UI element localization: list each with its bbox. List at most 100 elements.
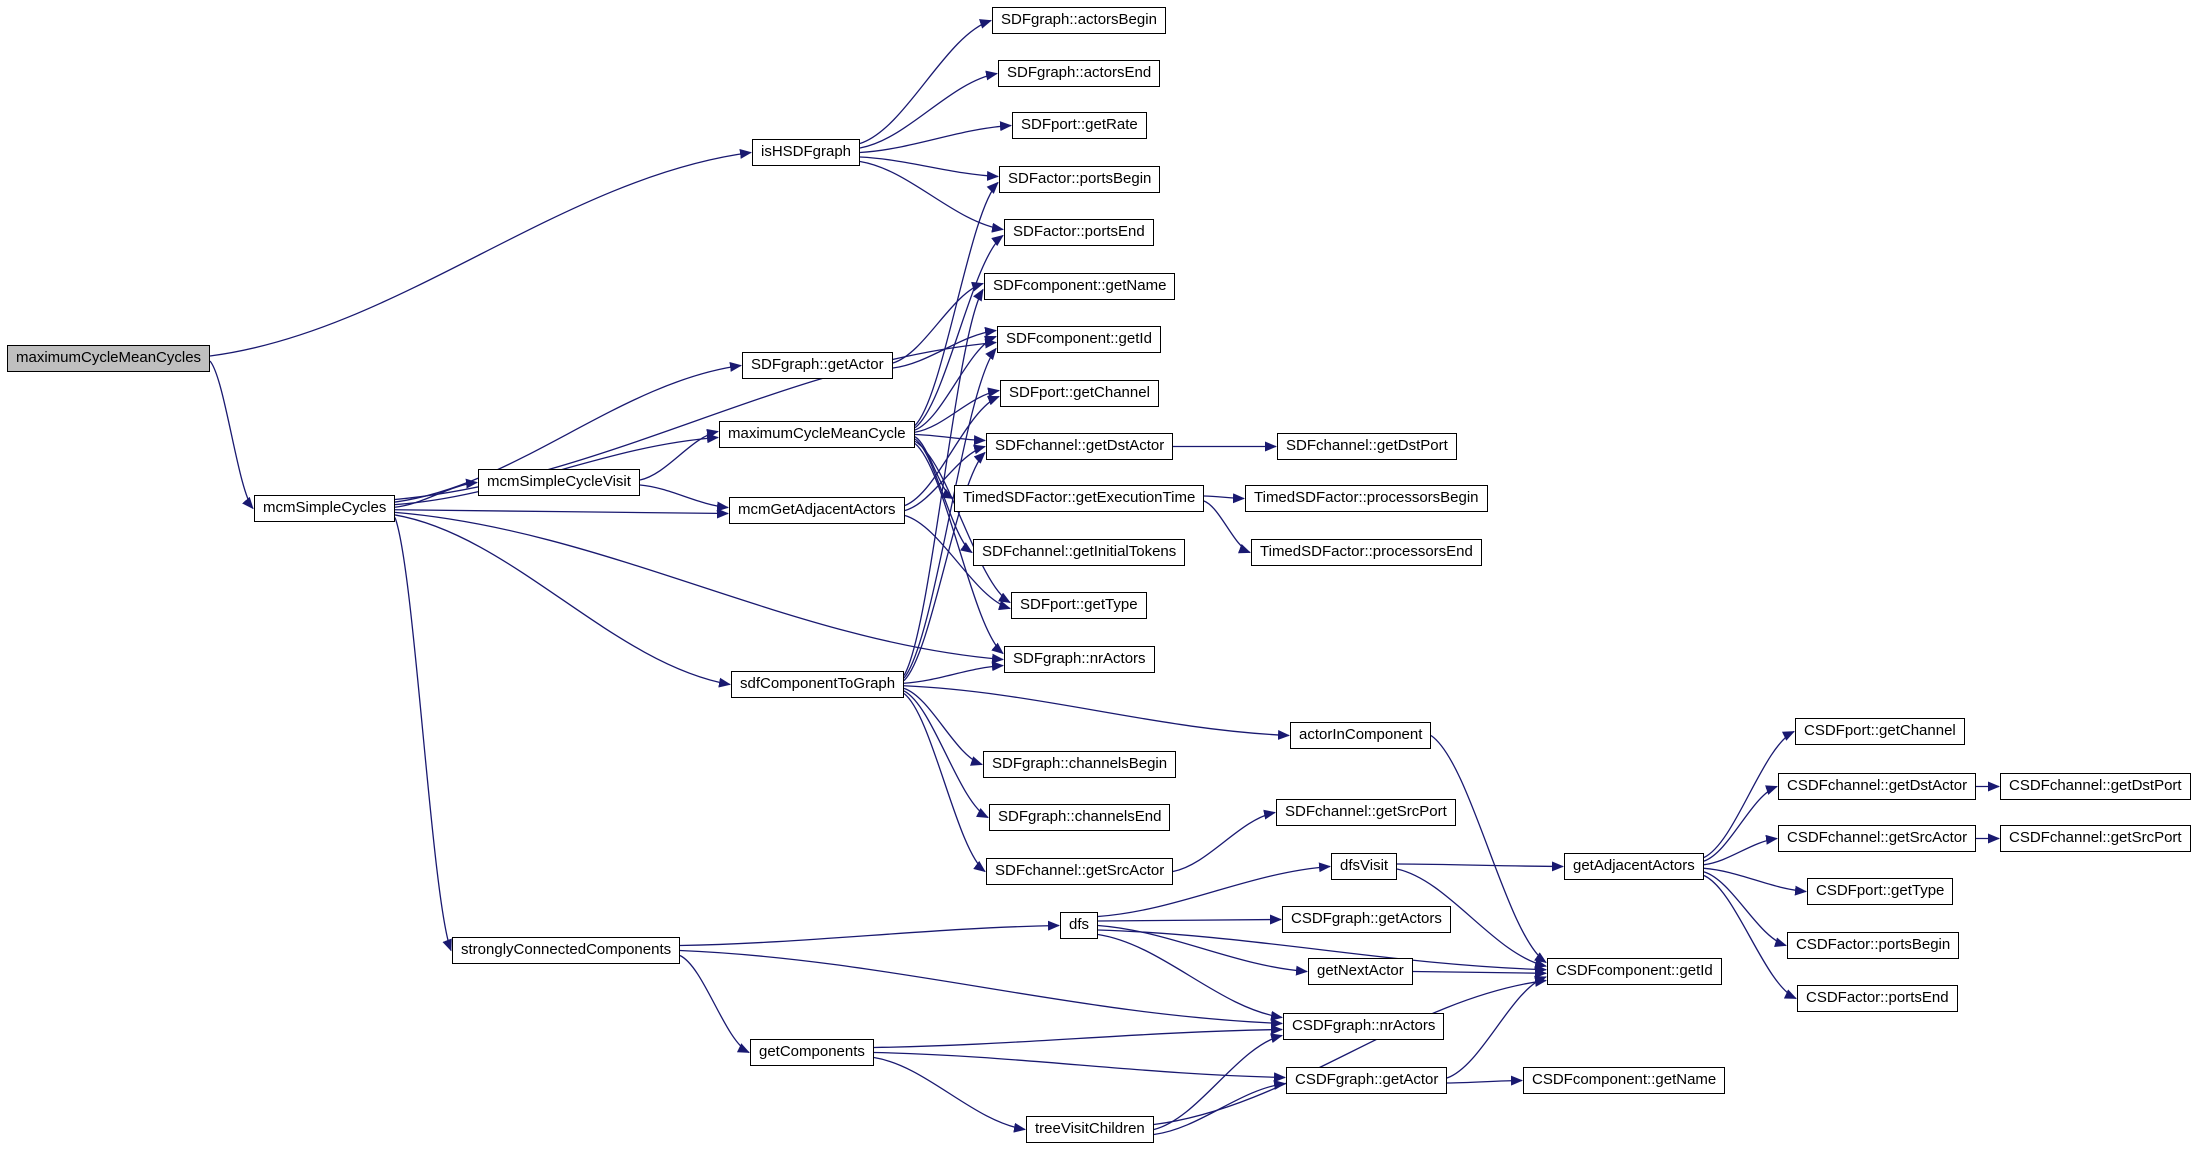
edge-TimedSDFactor-getExecutionTime--TimedSDFactor-processorsEnd	[1203, 500, 1251, 554]
node-SDFport-getType[interactable]: SDFport::getType	[1011, 592, 1147, 619]
node-sdfComponentToGraph[interactable]: sdfComponentToGraph	[731, 671, 905, 698]
edge-getAdjacentActors--CSDFchannel-getDstActor	[1703, 785, 1778, 862]
edge-maximumCycleMeanCycle--TimedSDFactor-getExecutionTime	[914, 436, 954, 500]
edge-sdfComponentToGraph--SDFchannel-getDstActor	[903, 451, 986, 682]
edge-CSDFgraph-getActor--CSDFcomponent-getName	[1446, 1075, 1523, 1086]
node-CSDFgraph-getActor[interactable]: CSDFgraph::getActor	[1286, 1067, 1448, 1094]
node-SDFgraph-actorsBegin[interactable]: SDFgraph::actorsBegin	[992, 7, 1166, 34]
node-CSDFgraph-getActors[interactable]: CSDFgraph::getActors	[1282, 906, 1451, 933]
edge-maximumCycleMeanCycle--SDFport-getType	[914, 440, 1011, 604]
edge-dfs--dfsVisit	[1097, 862, 1331, 918]
edge-maximumCycleMeanCycle--SDFgraph-nrActors	[914, 442, 1004, 655]
edge-mcmSimpleCycles--mcmGetAdjacentActors	[394, 508, 729, 519]
edge-TimedSDFactor-getExecutionTime--TimedSDFactor-processorsBegin	[1203, 493, 1245, 504]
edge-mcmGetAdjacentActors--SDFport-getChannel	[904, 395, 1000, 507]
node-maximumCycleMeanCycle[interactable]: maximumCycleMeanCycle	[719, 421, 915, 448]
edge-getNextActor--CSDFcomponent-getId	[1412, 968, 1547, 979]
edge-sdfComponentToGraph--SDFgraph-channelsEnd	[903, 690, 989, 819]
node-mcmSimpleCycleVisit[interactable]: mcmSimpleCycleVisit	[478, 469, 640, 496]
edge-getAdjacentActors--CSDFactor-portsBegin	[1703, 871, 1787, 948]
node-dfsVisit[interactable]: dfsVisit	[1331, 853, 1398, 880]
edge-treeVisitChildren--CSDFcomponent-getId	[1153, 976, 1547, 1126]
node-SDFgraph-getActor[interactable]: SDFgraph::getActor	[742, 352, 893, 379]
node-CSDFport-getType[interactable]: CSDFport::getType	[1807, 878, 1954, 905]
edge-isHSDFgraph--SDFport-getRate	[859, 121, 1012, 154]
node-SDFactor-portsEnd[interactable]: SDFactor::portsEnd	[1004, 219, 1154, 246]
edge-getAdjacentActors--CSDFport-getChannel	[1703, 730, 1795, 859]
edge-dfs--getNextActor	[1097, 924, 1308, 976]
node-TimedSDFactor-processorsBegin[interactable]: TimedSDFactor::processorsBegin	[1245, 485, 1488, 512]
node-SDFgraph-actorsEnd[interactable]: SDFgraph::actorsEnd	[998, 60, 1161, 87]
node-SDFcomponent-getId[interactable]: SDFcomponent::getId	[997, 326, 1161, 353]
edge-isHSDFgraph--SDFgraph-actorsEnd	[859, 70, 998, 149]
node-getAdjacentActors[interactable]: getAdjacentActors	[1564, 853, 1704, 880]
node-SDFchannel-getSrcPort[interactable]: SDFchannel::getSrcPort	[1276, 799, 1456, 826]
edge-maximumCycleMeanCycle--SDFport-getChannel	[914, 387, 1000, 433]
node-mcmGetAdjacentActors[interactable]: mcmGetAdjacentActors	[729, 497, 905, 524]
edge-dfsVisit--CSDFcomponent-getId	[1396, 868, 1547, 969]
node-CSDFchannel-getSrcActor[interactable]: CSDFchannel::getSrcActor	[1778, 825, 1977, 852]
edge-treeVisitChildren--CSDFgraph-nrActors	[1153, 1033, 1283, 1131]
edge-mcmGetAdjacentActors--SDFchannel-getDstActor	[904, 444, 986, 512]
node-SDFgraph-nrActors[interactable]: SDFgraph::nrActors	[1004, 646, 1155, 673]
node-SDFport-getRate[interactable]: SDFport::getRate	[1012, 112, 1147, 139]
node-SDFchannel-getSrcActor[interactable]: SDFchannel::getSrcActor	[986, 858, 1174, 885]
node-CSDFgraph-nrActors[interactable]: CSDFgraph::nrActors	[1283, 1013, 1445, 1040]
edge-sdfComponentToGraph--actorInComponent	[903, 685, 1290, 741]
edge-maximumCycleMeanCycle--SDFactor-portsBegin	[914, 181, 999, 426]
node-CSDFchannel-getSrcPort[interactable]: CSDFchannel::getSrcPort	[2000, 825, 2191, 852]
edge-sdfComponentToGraph--SDFcomponent-getName	[903, 288, 984, 676]
node-CSDFcomponent-getId[interactable]: CSDFcomponent::getId	[1547, 958, 1722, 985]
edge-CSDFgraph-getActor--CSDFcomponent-getId	[1446, 975, 1547, 1079]
node-SDFgraph-channelsEnd[interactable]: SDFgraph::channelsEnd	[989, 804, 1171, 831]
node-TimedSDFactor-processorsEnd[interactable]: TimedSDFactor::processorsEnd	[1251, 539, 1482, 566]
node-CSDFchannel-getDstPort[interactable]: CSDFchannel::getDstPort	[2000, 773, 2191, 800]
edge-SDFgraph-getActor--SDFcomponent-getName	[892, 281, 984, 364]
edge-getComponents--treeVisitChildren	[873, 1056, 1026, 1133]
edge-maximumCycleMeanCycle--SDFcomponent-getId	[914, 335, 997, 431]
edge-isHSDFgraph--SDFgraph-actorsBegin	[859, 19, 992, 145]
node-getComponents[interactable]: getComponents	[750, 1039, 874, 1066]
edge-actorInComponent--CSDFcomponent-getId	[1430, 734, 1547, 964]
edge-mcmSimpleCycles--SDFgraph-getActor	[394, 362, 742, 503]
edge-isHSDFgraph--SDFactor-portsEnd	[859, 160, 1004, 233]
edge-SDFchannel-getSrcActor--SDFchannel-getSrcPort	[1172, 809, 1276, 873]
node-stronglyConnectedComponents[interactable]: stronglyConnectedComponents	[452, 937, 681, 964]
edge-dfs--CSDFgraph-nrActors	[1097, 933, 1283, 1021]
node-maximumCycleMeanCycles: maximumCycleMeanCycles	[7, 345, 211, 372]
edge-stronglyConnectedComponents--CSDFgraph-nrActors	[679, 949, 1283, 1029]
node-TimedSDFactor-getExecutionTime[interactable]: TimedSDFactor::getExecutionTime	[954, 485, 1205, 512]
node-CSDFactor-portsEnd[interactable]: CSDFactor::portsEnd	[1797, 985, 1958, 1012]
edge-sdfComponentToGraph--SDFchannel-getSrcActor	[903, 692, 986, 873]
edge-sdfComponentToGraph--SDFgraph-nrActors	[903, 661, 1004, 684]
node-dfs[interactable]: dfs	[1060, 912, 1099, 939]
node-isHSDFgraph[interactable]: isHSDFgraph	[752, 139, 861, 166]
node-mcmSimpleCycles[interactable]: mcmSimpleCycles	[254, 495, 396, 522]
edge-mcmSimpleCycleVisit--mcmGetAdjacentActors	[639, 484, 729, 512]
edge-dfsVisit--getAdjacentActors	[1396, 861, 1564, 872]
node-SDFport-getChannel[interactable]: SDFport::getChannel	[1000, 380, 1159, 407]
node-SDFcomponent-getName[interactable]: SDFcomponent::getName	[984, 273, 1176, 300]
node-SDFchannel-getDstPort[interactable]: SDFchannel::getDstPort	[1277, 433, 1457, 460]
node-getNextActor[interactable]: getNextActor	[1308, 958, 1413, 985]
edge-dfs--CSDFgraph-getActors	[1097, 914, 1282, 925]
edge-mcmSimpleCycles--SDFgraph-nrActors	[394, 511, 1004, 664]
edge-mcmGetAdjacentActors--SDFport-getType	[904, 514, 1011, 611]
node-CSDFchannel-getDstActor[interactable]: CSDFchannel::getDstActor	[1778, 773, 1977, 800]
node-treeVisitChildren[interactable]: treeVisitChildren	[1026, 1116, 1154, 1143]
node-CSDFcomponent-getName[interactable]: CSDFcomponent::getName	[1523, 1067, 1726, 1094]
edge-getAdjacentActors--CSDFactor-portsEnd	[1703, 874, 1797, 1000]
edge-maximumCycleMeanCycle--SDFactor-portsEnd	[914, 234, 1004, 429]
edge-maximumCycleMeanCycles--mcmSimpleCycles	[209, 360, 254, 510]
node-SDFchannel-getInitialTokens[interactable]: SDFchannel::getInitialTokens	[973, 539, 1186, 566]
edge-getComponents--CSDFgraph-getActor	[873, 1051, 1286, 1083]
node-SDFactor-portsBegin[interactable]: SDFactor::portsBegin	[999, 166, 1161, 193]
node-CSDFactor-portsBegin[interactable]: CSDFactor::portsBegin	[1787, 932, 1960, 959]
edge-stronglyConnectedComponents--dfs	[679, 920, 1060, 947]
node-CSDFport-getChannel[interactable]: CSDFport::getChannel	[1795, 718, 1965, 745]
node-SDFchannel-getDstActor[interactable]: SDFchannel::getDstActor	[986, 433, 1174, 460]
node-SDFgraph-channelsBegin[interactable]: SDFgraph::channelsBegin	[983, 751, 1177, 778]
edge-getComponents--CSDFgraph-nrActors	[873, 1024, 1283, 1049]
node-actorInComponent[interactable]: actorInComponent	[1290, 722, 1432, 749]
